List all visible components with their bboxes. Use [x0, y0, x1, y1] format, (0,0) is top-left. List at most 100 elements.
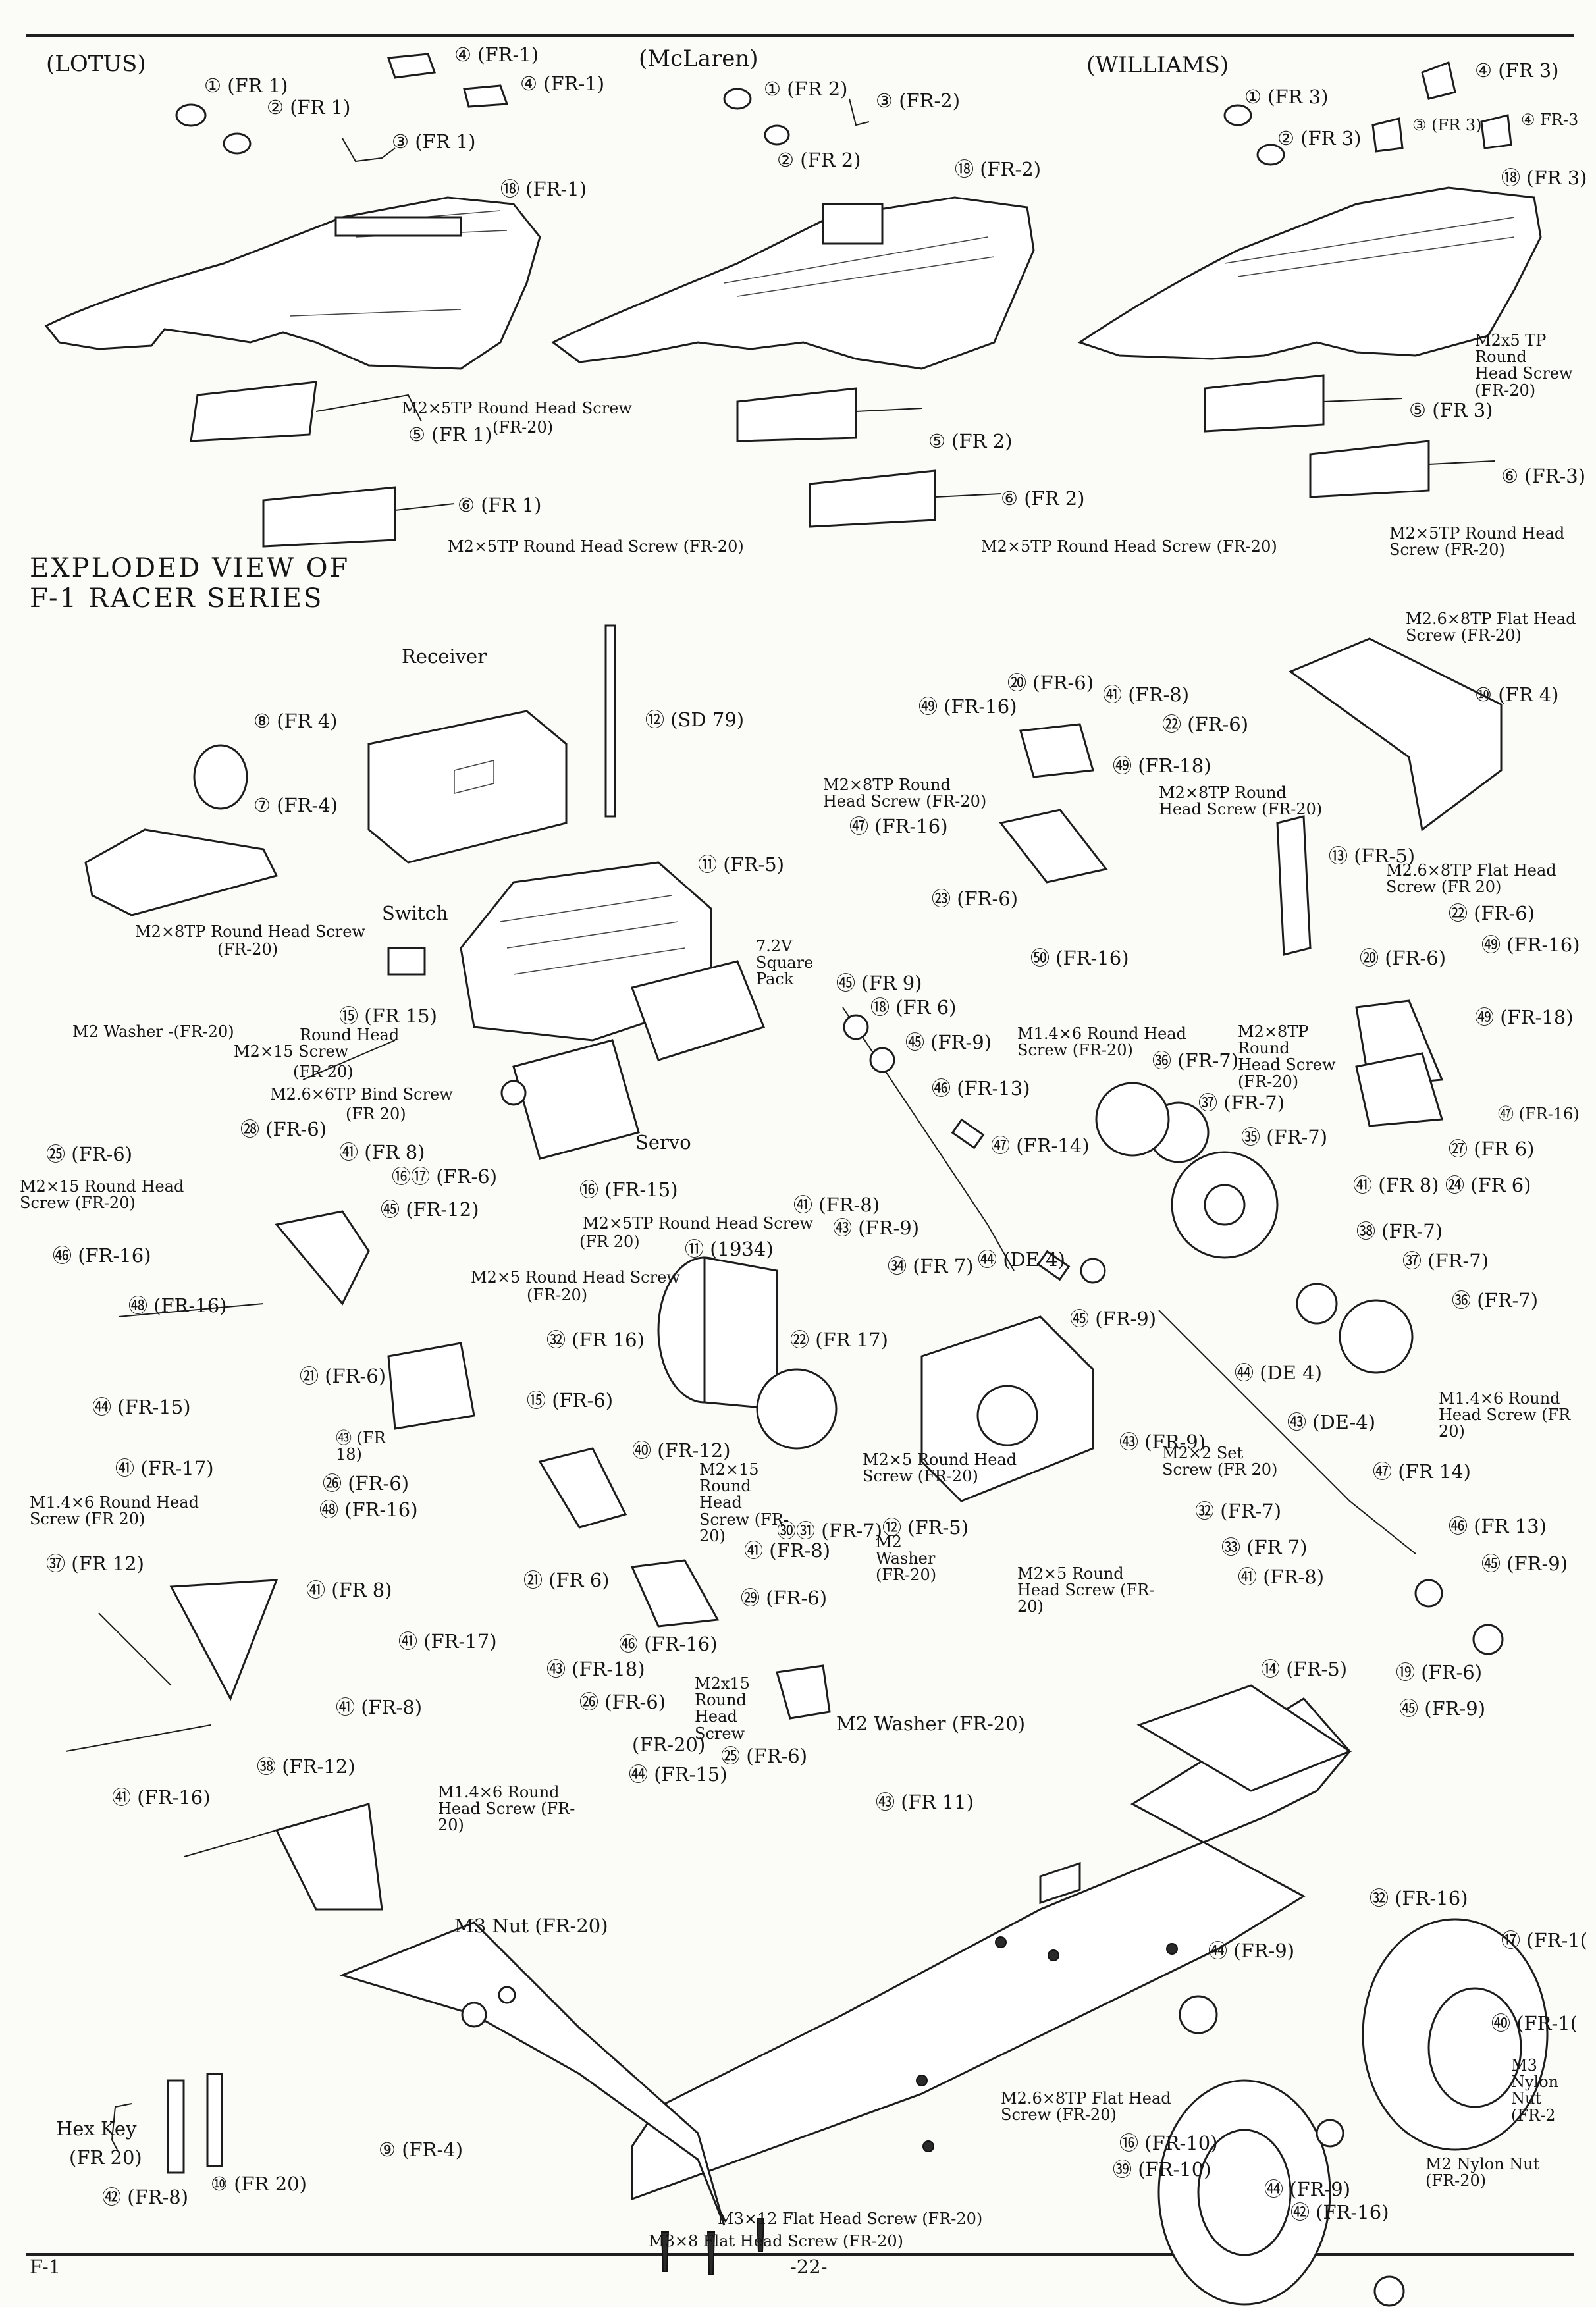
label-wil-screw2: M2×5TP Round Head Screw (FR-20) — [1389, 524, 1565, 560]
label-wil-screw1: M2x5 TP Round Head Screw (FR-20) — [1475, 331, 1573, 400]
label-p61b: ㊶ (FR-17) — [398, 1630, 497, 1653]
label-lotus-6: ⑥ (FR 1) — [458, 494, 542, 516]
main-frame — [460, 861, 765, 1061]
label-mcl-78: ⑱ (FR-2) — [955, 158, 1042, 180]
label-p12: ⑫ (FR-5) — [882, 1516, 969, 1539]
mclaren-body-shell — [551, 196, 1035, 370]
label-p68a: ㊸ (FR 18) — [336, 1429, 386, 1464]
label-lotus-screw-2: M2×5TP Round Head Screw (FR-20) — [448, 537, 744, 556]
label-p49: ㊾ (FR-16) — [918, 695, 1017, 718]
spur-gear — [1095, 1082, 1414, 1374]
label-p43b: ㊸ (FR-9) — [1119, 1431, 1206, 1453]
label-m2nylon: M2 Nylon Nut (FR-20) — [1425, 2155, 1540, 2190]
label-p18: ⑱ (FR 6) — [870, 996, 957, 1019]
label-m2x15rh: M2×15 Round Head Screw (FR-20) — [20, 1177, 184, 1213]
label-m2wash3: M2 Washer (FR-20) — [876, 1533, 937, 1585]
label-p69b: ㊾ (FR-18) — [1475, 1006, 1574, 1028]
label-p41h: ㊶ (FR-8) — [1238, 1566, 1325, 1588]
label-p14: ⑭ (FR-5) — [1261, 1658, 1348, 1680]
label-m26flat2: M2.6×8TP Flat Head Screw (FR 20) — [1386, 861, 1556, 897]
label-m2x5rh: M2×5 Round Head Screw — [471, 1268, 680, 1286]
label-fr20c: (FR 20) — [579, 1233, 640, 1251]
body-mounts — [190, 374, 1495, 548]
label-p64a: ㊹ (FR-15) — [92, 1396, 191, 1418]
label-p37a: ㊲ (FR-7) — [1198, 1092, 1285, 1114]
label-p33: ㉝ (FR 7) — [1221, 1536, 1308, 1558]
label-p67: ㊷ (FR-16) — [1290, 2201, 1389, 2223]
label-p25b: ㉕ (FR-6) — [721, 1745, 808, 1767]
label-lotus-4a: ④ (FR-1) — [454, 43, 539, 66]
label-p26b: ㉖ (FR-6) — [579, 1691, 666, 1713]
label-p44a: ㊹ (FR-9) — [1208, 1940, 1295, 1962]
label-p13: ⑬ (FR-5) — [1329, 845, 1416, 867]
label-p34: ㉞ (FR 7) — [888, 1255, 974, 1277]
label-fr20e: (FR-20) — [632, 1734, 706, 1756]
label-wil-5: ⑤ (FR 3) — [1409, 399, 1493, 421]
label-p26a: ㉖ (FR-6) — [323, 1472, 410, 1495]
label-p23: ㉓ (FR-6) — [932, 888, 1019, 910]
label-wil-3: ③ (FR 3) — [1412, 116, 1482, 134]
label-p58: ㊳ (FR-12) — [257, 1755, 356, 1778]
label-mcl-screw: M2×5TP Round Head Screw (FR-20) — [981, 537, 1277, 556]
gearbox — [920, 1315, 1094, 1502]
label-p55a: ㊼ (FR-14) — [991, 1134, 1090, 1157]
body-small-parts — [175, 53, 1512, 166]
label-p54b: ㊹ (DE 4) — [1235, 1362, 1322, 1384]
mclaren-heading: (McLaren) — [639, 45, 758, 72]
receiver — [367, 710, 568, 864]
label-lotus-2: ② (FR 1) — [267, 96, 351, 119]
label-p47b: ㊼ (FR-16) — [1498, 1105, 1580, 1123]
label-p32: ㉜ (FR-7) — [1195, 1500, 1282, 1522]
label-p30: ㉚㉛ (FR-7) — [777, 1520, 883, 1542]
label-p16: ⑯⑰ (FR-6) — [392, 1165, 498, 1188]
label-p53: ㊸ (DE-4) — [1287, 1411, 1376, 1433]
label-p64b: ㊹ (FR-15) — [629, 1763, 728, 1786]
label-p15: ⑮ (FR-6) — [527, 1389, 614, 1412]
label-fr20b: (FR 20) — [346, 1105, 406, 1123]
label-p45b: ㊺ (FR-9) — [905, 1031, 992, 1053]
label-hex-key: Hex Key — [56, 2117, 137, 2140]
label-p41e: ㊶ (FR-8) — [1103, 683, 1190, 706]
label-receiver: Receiver — [402, 645, 487, 668]
label-p45e: ㊺ (FR-9) — [1399, 1697, 1486, 1720]
front-suspension-right — [999, 723, 1444, 1127]
label-p7: ⑦ (FR-4) — [253, 794, 338, 816]
label-switch: Switch — [382, 902, 448, 924]
lotus-body-shell — [44, 196, 541, 370]
label-p40: ㊵ (FR-1( — [1491, 2012, 1578, 2034]
label-p41f: ㊶ (FR 8) — [1353, 1174, 1439, 1196]
label-p9: ⑨ (FR-4) — [379, 2138, 464, 2161]
label-lotus-78: ⑱ (FR-1) — [500, 178, 587, 200]
label-m26flat3: M2.6×8TP Flat Head Screw (FR-20) — [1001, 2089, 1171, 2125]
servo-saver-mount — [84, 744, 279, 916]
label-mcl-5: ⑤ (FR 2) — [928, 430, 1013, 452]
label-m2x2: M2×2 Set Screw (FR 20) — [1162, 1444, 1278, 1479]
switch-box — [387, 947, 426, 976]
label-wil-1: ① (FR 3) — [1244, 86, 1329, 108]
label-p55b: ㊼ (FR 14) — [1373, 1460, 1471, 1483]
label-mcl-1: ① (FR 2) — [764, 78, 848, 100]
label-p56a: ㊻ (FR-13) — [932, 1077, 1030, 1100]
label-m2washer: M2 Washer -(FR-20) — [72, 1022, 234, 1041]
page-title-line1: EXPLODED VIEW OF — [30, 553, 350, 583]
label-m2x8a2: (FR-20) — [217, 940, 279, 959]
label-m2x5b: M2×5 Round Head Screw (FR-20) — [863, 1450, 1017, 1486]
label-m2x15c: M2x15 Round Head Screw — [695, 1674, 750, 1743]
label-p65: ⑮ (FR 15) — [339, 1005, 437, 1027]
label-m2x15screw: M2×15 Screw — [234, 1042, 349, 1061]
chassis-plate — [631, 1684, 1352, 2201]
label-battery: 7.2V Square Pack — [756, 937, 814, 989]
lotus-heading: (LOTUS) — [46, 51, 146, 77]
label-m3nut: M3 Nut (FR-20) — [454, 1915, 608, 1937]
label-p49b: ㊾ (FR-16) — [1481, 934, 1580, 956]
label-p28: ㉘ (FR-6) — [240, 1118, 327, 1140]
label-p46b: ㊻ (FR-16) — [619, 1633, 718, 1655]
page-title-line2: F-1 RACER SERIES — [30, 583, 324, 614]
label-mcl-3: ③ (FR-2) — [876, 90, 961, 112]
label-wil-4a: ④ (FR 3) — [1475, 59, 1559, 82]
rear-wheels — [1157, 1918, 1549, 2307]
label-p62: ㉒ (FR 17) — [790, 1329, 888, 1351]
label-p24: ㉔ (FR 6) — [1445, 1174, 1531, 1196]
